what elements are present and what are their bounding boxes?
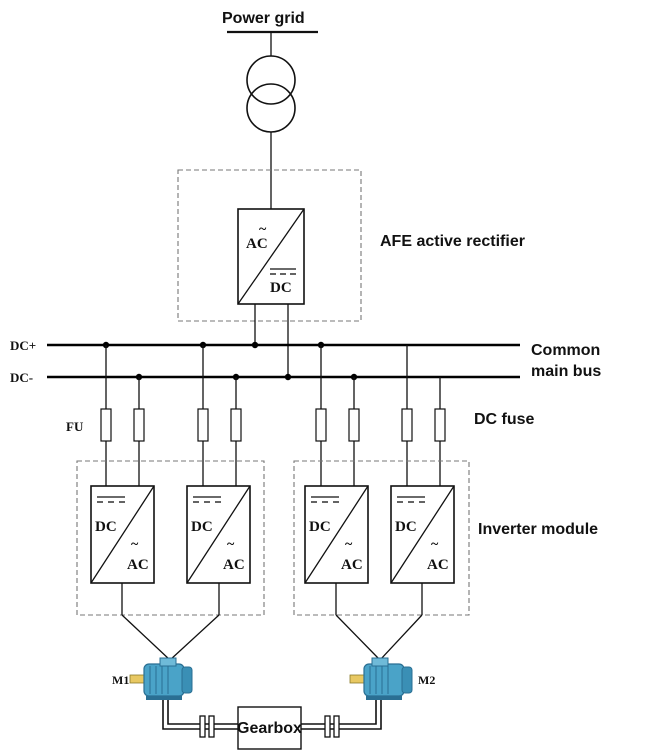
inverter-3-ac-label: AC <box>341 557 363 573</box>
inverter-block-2: DC ~ AC <box>186 485 251 584</box>
rectifier-ac-label: AC <box>246 236 268 252</box>
inverter-group-left <box>76 460 265 616</box>
inverter-block-4: DC ~ AC <box>390 485 455 584</box>
ac-tilde-icon: ~ <box>259 222 267 237</box>
motor-m1-icon <box>129 657 193 700</box>
gearbox-box <box>237 706 302 750</box>
ac-tilde-icon: ~ <box>345 537 353 552</box>
afe-label: AFE active rectifier <box>380 233 525 250</box>
inverter-module-label: Inverter module <box>478 521 598 538</box>
m1-label: M1 <box>112 673 129 687</box>
inverter-block-1: DC ~ AC <box>90 485 155 584</box>
dc-fuses <box>100 408 446 442</box>
fu-label: FU <box>66 419 84 434</box>
dc-fuse-label: DC fuse <box>474 411 535 428</box>
transformer-icon <box>246 55 296 133</box>
inverter-3-dc-label: DC <box>309 519 331 535</box>
m2-label: M2 <box>418 673 435 687</box>
gearbox-label: Gearbox <box>237 720 302 737</box>
afe-rectifier-block: AC ~ DC <box>237 208 305 305</box>
power-grid-label: Power grid <box>222 10 305 27</box>
dc-minus-label: DC- <box>10 370 33 385</box>
shaft-right <box>301 700 382 730</box>
ac-tilde-icon: ~ <box>227 537 235 552</box>
motor-m2-icon <box>349 657 413 700</box>
dc-plus-label: DC+ <box>10 338 36 353</box>
common-bus-label-1: Common <box>531 342 600 359</box>
afe-group-border <box>177 169 362 322</box>
inverter-block-3: DC ~ AC <box>304 485 369 584</box>
ac-tilde-icon: ~ <box>431 537 439 552</box>
inverter-group-right <box>293 460 470 616</box>
inverter-4-ac-label: AC <box>427 557 449 573</box>
rectifier-dc-label: DC <box>270 280 292 296</box>
common-bus-label-2: main bus <box>531 363 601 380</box>
bus-junctions <box>102 341 358 381</box>
inverter-4-dc-label: DC <box>395 519 417 535</box>
inverter-1-dc-label: DC <box>95 519 117 535</box>
inverter-1-ac-label: AC <box>127 557 149 573</box>
bus-drops <box>105 345 441 486</box>
inverter-to-motor-lines <box>121 583 423 661</box>
coupling-right-icon <box>324 715 340 738</box>
coupling-left-icon <box>199 715 215 738</box>
ac-tilde-icon: ~ <box>131 537 139 552</box>
inverter-2-dc-label: DC <box>191 519 213 535</box>
inverter-2-ac-label: AC <box>223 557 245 573</box>
